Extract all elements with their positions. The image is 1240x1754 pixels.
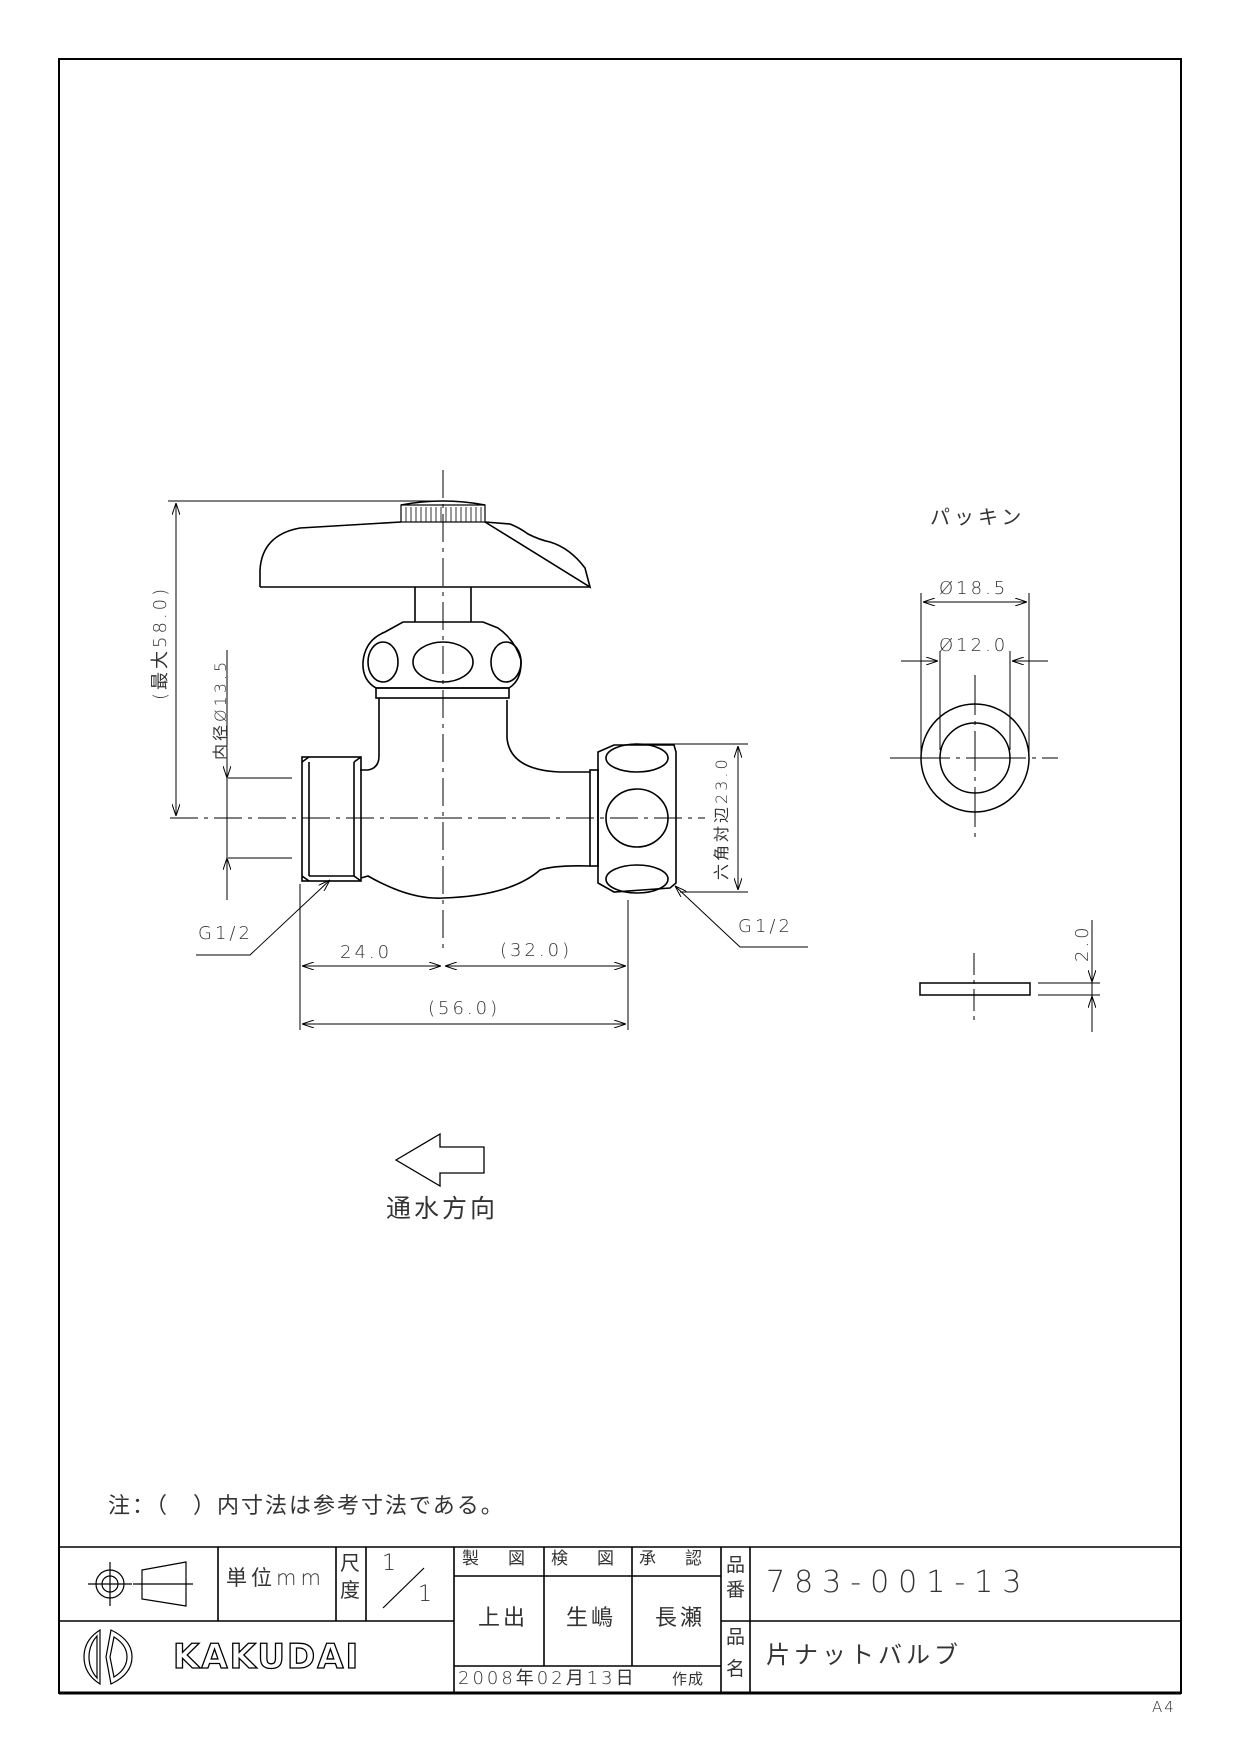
flow-direction-label: 通水方向 (386, 1194, 499, 1223)
packing-thickness: 2.0 (1072, 924, 1093, 962)
name-drafted: 上出 (478, 1606, 529, 1631)
part-number-label-2: 番 (726, 1579, 746, 1601)
company-name: KAKUDAI (172, 1637, 361, 1677)
dimension-height-max: (最大58.0) (150, 585, 171, 700)
sheet-size: A4 (1152, 1698, 1176, 1716)
dimension-total-length: (56.0) (428, 998, 501, 1019)
scale-denominator: 1 (418, 1582, 432, 1607)
dimension-inner-diameter: 内径Ø13.5 (211, 658, 230, 760)
third-angle-projection-icon (88, 1561, 193, 1607)
created-label: 作成 (672, 1670, 705, 1688)
valve-dimensions (168, 500, 808, 1030)
part-number-label-1: 品 (726, 1554, 746, 1576)
part-name: 片ナットバルブ (766, 1641, 962, 1669)
dimension-right-length: (32.0) (500, 940, 573, 961)
dimension-left-length: 24.0 (340, 942, 393, 963)
packing-inner-diameter: Ø12.0 (939, 635, 1009, 656)
packing-title: パッキン (930, 505, 1026, 529)
packing-drawing (890, 593, 1100, 1032)
thread-label-right: G1/2 (738, 916, 793, 937)
part-number: 783-001-13 (766, 1565, 1031, 1600)
header-checked: 検 図 (551, 1549, 620, 1569)
header-approved: 承 認 (639, 1549, 708, 1569)
valve-drawing (170, 470, 705, 950)
header-drafted: 製 図 (462, 1549, 531, 1569)
unit-label: 単位mm (226, 1566, 325, 1590)
scale-label-top: 尺 (340, 1551, 360, 1575)
flow-direction-arrow-icon (394, 1132, 485, 1188)
scale-numerator: 1 (382, 1551, 396, 1576)
packing-outer-diameter: Ø18.5 (939, 578, 1009, 599)
name-approved: 長瀬 (655, 1606, 706, 1631)
scale-label-bottom: 度 (340, 1578, 360, 1602)
title-block-grid (59, 1546, 1181, 1693)
thread-label-left: G1/2 (198, 923, 253, 944)
part-name-label-2: 名 (726, 1658, 746, 1680)
created-date: 2008年02月13日 (458, 1668, 637, 1689)
kakudai-logo-icon (83, 1628, 133, 1686)
reference-dimension-note: 注：（ ）内寸法は参考寸法である。 (108, 1494, 505, 1519)
part-name-label-1: 品 (726, 1626, 746, 1648)
dimension-hex-across-flats: 六角対辺23.0 (712, 756, 731, 880)
name-checked: 生嶋 (566, 1606, 617, 1631)
